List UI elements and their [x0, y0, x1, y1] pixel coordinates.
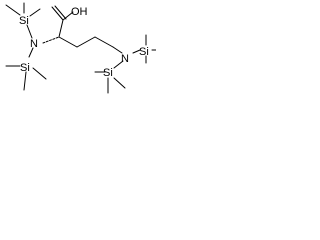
bond — [113, 77, 126, 89]
bond-lines — [5, 2, 156, 94]
bond — [112, 46, 123, 54]
bond — [132, 49, 141, 54]
bond — [5, 4, 21, 16]
silicon-label: Si — [20, 62, 30, 74]
silicon-label: Si — [139, 46, 149, 58]
bond — [58, 19, 64, 38]
atom-labels: Si N Si OH N Si Si — [19, 6, 149, 79]
bond — [28, 47, 34, 58]
silicon-label: Si — [103, 67, 113, 79]
bond — [32, 67, 47, 80]
bond — [23, 71, 27, 91]
bond — [54, 5, 67, 20]
bond — [29, 8, 41, 17]
bond — [76, 36, 96, 48]
nitrogen-label: N — [30, 38, 38, 50]
nitrogen-label: N — [121, 53, 129, 65]
bond — [113, 60, 124, 69]
bond — [94, 36, 114, 48]
bond — [51, 6, 64, 21]
hydroxyl-label: OH — [71, 6, 88, 18]
bond — [58, 36, 78, 48]
bond — [62, 11, 74, 21]
bond — [26, 24, 33, 39]
structure-diagram: Si N Si OH N Si Si — [5, 2, 156, 94]
bond — [42, 36, 60, 44]
silicon-label: Si — [19, 15, 29, 27]
